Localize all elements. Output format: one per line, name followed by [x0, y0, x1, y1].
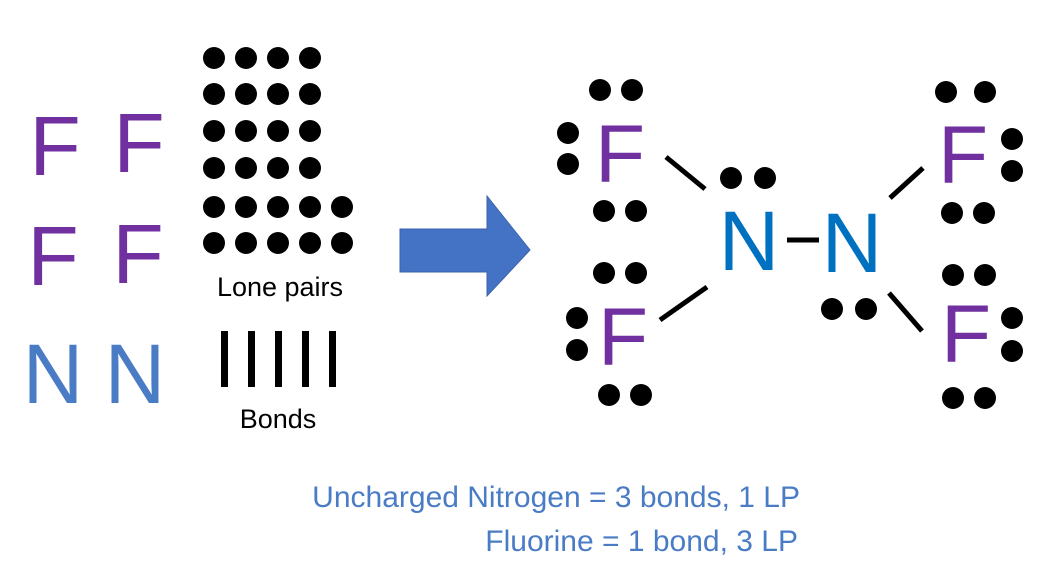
nitrogen-rule-caption: Uncharged Nitrogen = 3 bonds, 1 LP: [312, 481, 800, 514]
lone-pair-dot: [203, 232, 225, 254]
atom-n-right: N: [822, 196, 883, 290]
atom-f-bottom-right: F: [941, 289, 991, 380]
electron-dot: [625, 262, 647, 284]
lone-pair-dot: [235, 232, 257, 254]
electron-dot: [821, 298, 843, 320]
electron-dot: [942, 387, 964, 409]
bond-stick-pool: [221, 331, 336, 387]
lone-pair-dot: [203, 196, 225, 218]
atom-f-bottom-left: F: [598, 292, 648, 383]
electron-dot: [1001, 340, 1023, 362]
lone-pair-dot: [235, 83, 257, 105]
bond-f-bottom-left-n-left: [658, 284, 709, 323]
fluorine-rule-caption: Fluorine = 1 bond, 3 LP: [485, 525, 798, 558]
lone-pair-dot: [267, 232, 289, 254]
lone-pair-dot: [203, 83, 225, 105]
bond-n-right-f-top-right: [888, 166, 925, 200]
electron-dot: [974, 81, 996, 103]
electron-dot: [941, 202, 963, 224]
bond-stick: [221, 331, 228, 387]
electron-dot: [621, 79, 643, 101]
electron-dot: [598, 384, 620, 406]
lone-pair-dot: [203, 157, 225, 179]
electron-dot: [1001, 307, 1023, 329]
electron-dot: [1001, 160, 1023, 182]
lone-pair-dot: [203, 120, 225, 142]
bond-lines: [658, 155, 925, 333]
electron-dot: [974, 387, 996, 409]
inventory-atom-n: N: [105, 327, 166, 421]
lone-pair-dot: [235, 157, 257, 179]
electron-dot: [593, 262, 615, 284]
inventory-atom-f: F: [29, 99, 80, 193]
bond-stick: [248, 331, 255, 387]
electron-dot: [566, 339, 588, 361]
inventory-atom-n: N: [23, 327, 84, 421]
electron-dot: [625, 200, 647, 222]
electron-dot: [557, 153, 579, 175]
lone-pair-dot: [235, 47, 257, 69]
bond-stick: [275, 331, 282, 387]
lone-pair-dot: [299, 83, 321, 105]
lone-pair-dot-pool: [203, 47, 353, 254]
atom-inventory: F F F F N N: [23, 96, 166, 421]
bond-n-right-f-bottom-right: [887, 291, 924, 333]
lone-pair-electrons: [557, 79, 1023, 409]
right-arrow-icon: [399, 194, 531, 298]
electron-dot: [754, 167, 776, 189]
electron-dot: [566, 307, 588, 329]
lone-pair-dot: [267, 83, 289, 105]
lone-pair-dot: [299, 232, 321, 254]
lone-pair-dot: [203, 47, 225, 69]
electron-dot: [942, 264, 964, 286]
electron-dot: [855, 298, 877, 320]
inventory-atom-f: F: [112, 207, 163, 301]
lone-pair-dot: [267, 47, 289, 69]
electron-dot: [593, 200, 615, 222]
lone-pair-dot: [267, 157, 289, 179]
electron-dot: [589, 79, 611, 101]
lone-pair-dot: [267, 120, 289, 142]
electron-dot: [1001, 128, 1023, 150]
atom-f-top-left: F: [595, 109, 645, 200]
inventory-atom-f: F: [27, 209, 78, 303]
atom-f-top-right: F: [938, 110, 988, 201]
lone-pair-dot: [299, 47, 321, 69]
electron-dot: [557, 122, 579, 144]
bond-stick: [302, 331, 309, 387]
electron-dot: [935, 81, 957, 103]
electron-dot: [973, 202, 995, 224]
inventory-atom-f: F: [113, 96, 164, 190]
lewis-structure: F F N N F F: [557, 79, 1023, 409]
lone-pair-dot: [235, 120, 257, 142]
bonds-label: Bonds: [240, 404, 317, 434]
lone-pair-dot: [331, 232, 353, 254]
bond-stick: [329, 331, 336, 387]
lone-pairs-label: Lone pairs: [217, 272, 343, 302]
bond-f-top-left-n-left: [664, 155, 707, 191]
atom-n-left: N: [719, 194, 780, 288]
lone-pair-dot: [299, 120, 321, 142]
electron-dot: [630, 384, 652, 406]
lone-pair-dot: [299, 196, 321, 218]
lone-pair-dot: [267, 196, 289, 218]
electron-dot: [974, 264, 996, 286]
lone-pair-dot: [299, 157, 321, 179]
electron-dot: [720, 167, 742, 189]
lone-pair-dot: [235, 196, 257, 218]
lone-pair-dot: [331, 196, 353, 218]
